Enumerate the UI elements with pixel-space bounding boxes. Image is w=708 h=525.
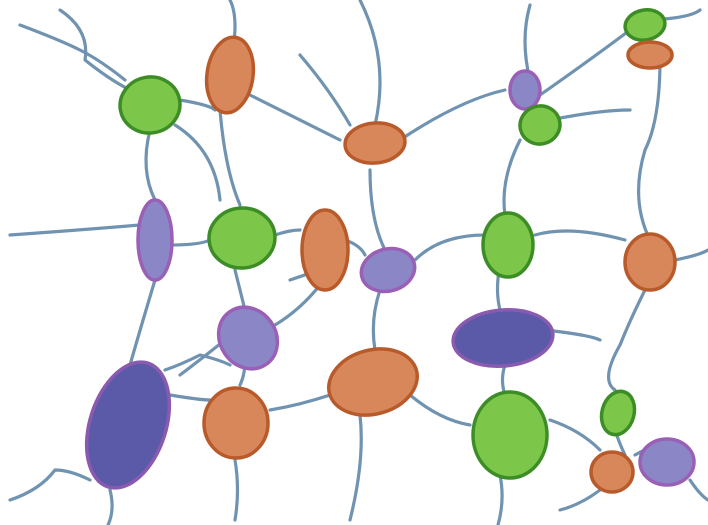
green-oval-5 [483,213,533,277]
purple-oval-5 [640,439,694,485]
purple-oval-1 [510,71,540,109]
green-oval-6 [473,392,547,478]
orange-oval-7 [204,388,268,458]
orange-oval-5 [625,234,675,290]
orange-oval-8 [591,452,633,492]
orange-oval-4 [302,210,348,290]
orange-oval-3 [628,42,672,68]
purple-oval-2 [138,200,172,280]
